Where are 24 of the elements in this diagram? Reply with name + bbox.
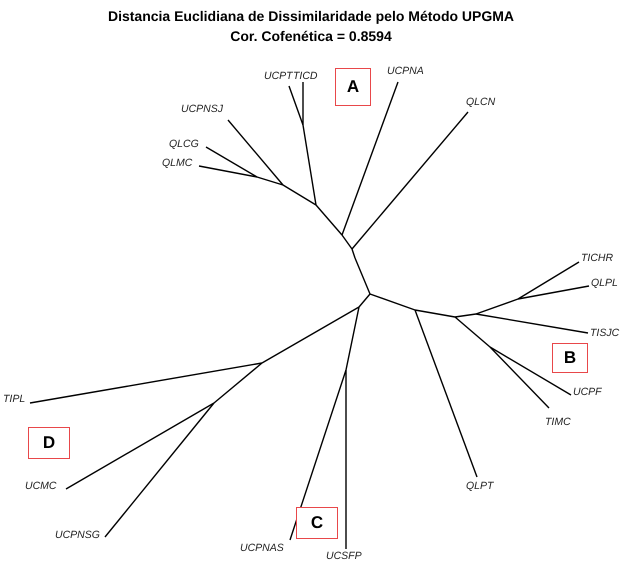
leaf-label: TICD bbox=[293, 70, 318, 83]
leaf-label: UCPF bbox=[573, 386, 602, 399]
leaf-label: UCPT bbox=[264, 70, 293, 83]
leaf-label: TICHR bbox=[581, 252, 614, 265]
leaf-label: UCPNAS bbox=[240, 542, 284, 555]
chart-title: Distancia Euclidiana de Dissimilaridade pelo Método UPGMA bbox=[108, 7, 514, 26]
group-label-box: A bbox=[335, 68, 371, 106]
leaf-label: QLCG bbox=[169, 138, 199, 151]
leaf-label: UCPNA bbox=[387, 65, 424, 78]
leaf-label: QLMC bbox=[162, 157, 192, 170]
chart-subtitle: Cor. Cofenética = 0.8594 bbox=[230, 27, 392, 46]
leaf-label: QLPT bbox=[466, 480, 494, 493]
leaf-label: UCMC bbox=[25, 480, 56, 493]
leaf-label: TISJC bbox=[590, 327, 620, 340]
leaf-label: QLCN bbox=[466, 96, 496, 109]
leaf-label: QLPL bbox=[591, 277, 618, 290]
group-label-box: C bbox=[296, 507, 338, 539]
leaf-label: UCSFP bbox=[326, 550, 362, 561]
leaf-label: TIPL bbox=[3, 393, 26, 406]
group-label-box: B bbox=[552, 343, 588, 373]
leaf-label: TIMC bbox=[545, 416, 571, 429]
leaf-label: UCPNSJ bbox=[181, 103, 224, 116]
leaf-label: UCPNSG bbox=[55, 529, 100, 542]
group-label-box: D bbox=[28, 427, 70, 459]
